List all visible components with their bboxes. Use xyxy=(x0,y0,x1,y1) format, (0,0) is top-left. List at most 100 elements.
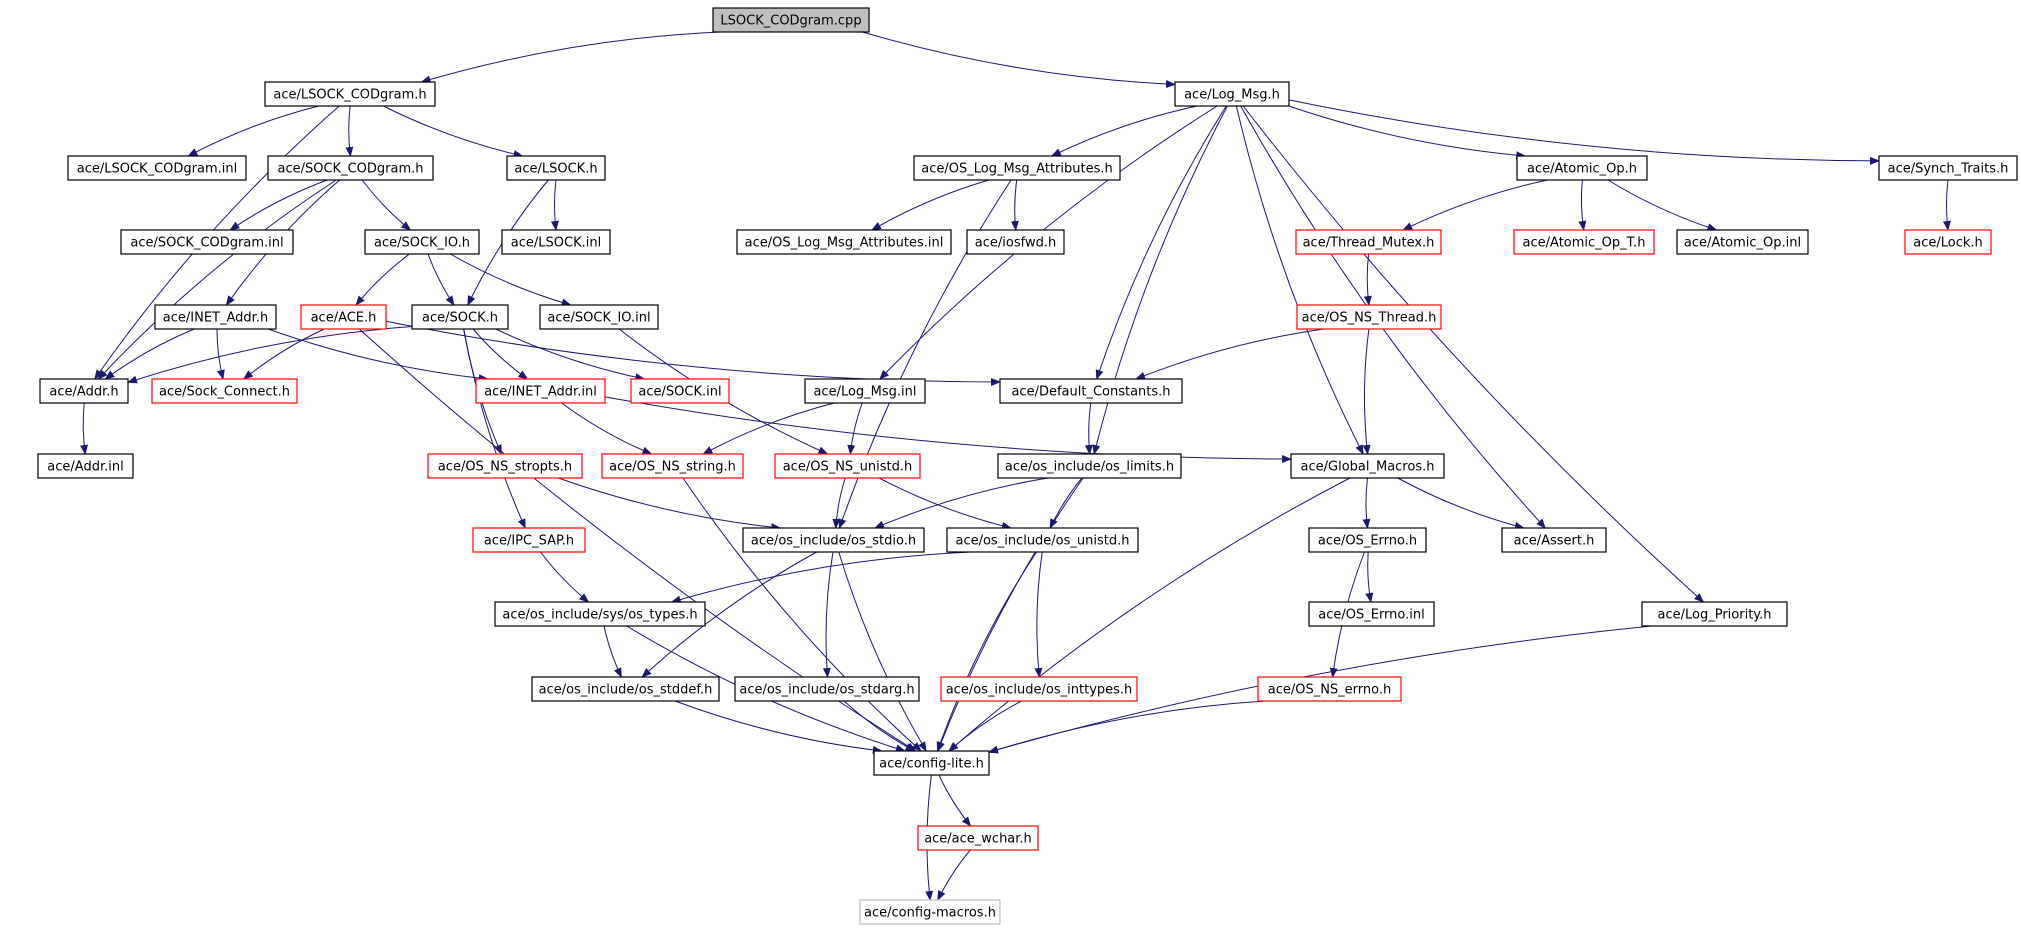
node-root[interactable]: LSOCK_CODgram.cpp xyxy=(712,7,870,33)
node-label: ace/Addr.inl xyxy=(47,460,123,475)
node-sock-io-h[interactable]: ace/SOCK_IO.h xyxy=(364,229,480,255)
node-box xyxy=(601,453,744,479)
node-box xyxy=(734,676,920,702)
node-os-log-msg-attr-inl[interactable]: ace/OS_Log_Msg_Attributes.inl xyxy=(736,229,952,255)
node-lock-h[interactable]: ace/Lock.h xyxy=(1904,229,1992,255)
node-box xyxy=(1296,304,1442,330)
edge-log-msg-h-to-log-priority-h xyxy=(1242,105,1705,603)
node-thread-mutex-h[interactable]: ace/Thread_Mutex.h xyxy=(1295,229,1442,255)
node-atomic-op-inl[interactable]: ace/Atomic_Op.inl xyxy=(1676,229,1809,255)
edge-ace-h-to-sock-connect-h xyxy=(243,328,325,380)
node-ace-wchar-h[interactable]: ace/ace_wchar.h xyxy=(917,825,1039,851)
node-ace-h[interactable]: ace/ACE.h xyxy=(300,304,387,330)
node-lsock-codgram-h[interactable]: ace/LSOCK_CODgram.h xyxy=(264,81,436,107)
edge-root-to-log-msg-h xyxy=(862,31,1176,89)
node-label: ace/Thread_Mutex.h xyxy=(1303,236,1435,251)
node-lsock-inl[interactable]: ace/LSOCK.inl xyxy=(501,229,611,255)
edge-config-lite-h-to-ace-wchar-h xyxy=(938,774,972,827)
edge-thread-mutex-h-to-os-ns-thread-h xyxy=(1363,253,1372,306)
node-box xyxy=(1174,81,1290,107)
node-config-lite-h[interactable]: ace/config-lite.h xyxy=(873,750,990,776)
node-os-stddef-h[interactable]: ace/os_include/os_stddef.h xyxy=(531,676,720,702)
node-os-ns-string-h[interactable]: ace/OS_NS_string.h xyxy=(601,453,744,479)
node-sock-h[interactable]: ace/SOCK.h xyxy=(411,304,509,330)
edge-inet-addr-h-to-inet-addr-inl xyxy=(268,328,489,383)
node-label: ace/Atomic_Op.h xyxy=(1527,162,1637,177)
node-box xyxy=(999,378,1183,404)
node-addr-h[interactable]: ace/Addr.h xyxy=(39,378,129,404)
node-sock-connect-h[interactable]: ace/Sock_Connect.h xyxy=(151,378,298,404)
node-os-unistd-h[interactable]: ace/os_include/os_unistd.h xyxy=(946,527,1139,553)
node-box xyxy=(506,155,606,181)
node-label: ace/INET_Addr.h xyxy=(163,311,268,326)
node-log-msg-h[interactable]: ace/Log_Msg.h xyxy=(1174,81,1290,107)
node-os-ns-stropts-h[interactable]: ace/OS_NS_stropts.h xyxy=(427,453,583,479)
node-os-stdio-h[interactable]: ace/os_include/os_stdio.h xyxy=(742,527,925,553)
node-lsock-codgram-inl[interactable]: ace/LSOCK_CODgram.inl xyxy=(67,155,247,181)
node-os-inttypes-h[interactable]: ace/os_include/os_inttypes.h xyxy=(940,676,1138,702)
edge-os-types-h-to-os-stddef-h xyxy=(603,625,622,678)
node-box xyxy=(712,7,870,33)
edge-sock-codgram-h-to-addr-h xyxy=(97,179,337,380)
node-box xyxy=(364,229,480,255)
node-os-errno-h[interactable]: ace/OS_Errno.h xyxy=(1308,527,1427,553)
node-os-limits-h[interactable]: ace/os_include/os_limits.h xyxy=(997,453,1182,479)
node-os-ns-errno-h[interactable]: ace/OS_NS_errno.h xyxy=(1257,676,1402,702)
node-sock-inl[interactable]: ace/SOCK.inl xyxy=(630,378,730,404)
node-label: ace/SOCK.h xyxy=(422,311,498,326)
edge-log-msg-inl-to-os-ns-unistd-h xyxy=(847,402,863,455)
edge-addr-h-to-addr-inl xyxy=(80,402,88,455)
node-os-errno-inl[interactable]: ace/OS_Errno.inl xyxy=(1308,601,1435,627)
node-atomic-op-h[interactable]: ace/Atomic_Op.h xyxy=(1516,155,1648,181)
node-label: ace/OS_Log_Msg_Attributes.h xyxy=(921,162,1112,177)
node-sock-codgram-h[interactable]: ace/SOCK_CODgram.h xyxy=(267,155,434,181)
node-box xyxy=(411,304,509,330)
node-log-priority-h[interactable]: ace/Log_Priority.h xyxy=(1641,601,1788,627)
node-os-ns-thread-h[interactable]: ace/OS_NS_Thread.h xyxy=(1296,304,1442,330)
node-os-types-h[interactable]: ace/os_include/sys/os_types.h xyxy=(494,601,706,627)
edge-log-msg-h-to-global-macros-h xyxy=(1235,105,1364,455)
node-addr-inl[interactable]: ace/Addr.inl xyxy=(37,453,134,479)
edge-synch-traits-h-to-lock-h xyxy=(1942,179,1951,231)
node-atomic-op-t-h[interactable]: ace/Atomic_Op_T.h xyxy=(1513,229,1655,255)
node-box xyxy=(37,453,134,479)
node-inet-addr-inl[interactable]: ace/INET_Addr.inl xyxy=(475,378,606,404)
node-box xyxy=(997,453,1182,479)
edge-inet-addr-inl-to-os-ns-string-h xyxy=(561,402,653,455)
node-inet-addr-h[interactable]: ace/INET_Addr.h xyxy=(154,304,277,330)
edge-os-stdio-h-to-config-lite-h xyxy=(838,551,927,752)
node-os-log-msg-attr-h[interactable]: ace/OS_Log_Msg_Attributes.h xyxy=(913,155,1121,181)
node-log-msg-inl[interactable]: ace/Log_Msg.inl xyxy=(804,378,926,404)
node-label: ace/os_include/os_inttypes.h xyxy=(946,683,1133,698)
edge-log-msg-h-to-os-limits-h xyxy=(1092,105,1228,455)
node-label: ace/Lock.h xyxy=(1913,236,1983,251)
node-box xyxy=(264,81,436,107)
node-assert-h[interactable]: ace/Assert.h xyxy=(1501,527,1607,553)
node-label: ace/Addr.h xyxy=(49,385,118,400)
node-lsock-h[interactable]: ace/LSOCK.h xyxy=(506,155,606,181)
node-os-stdarg-h[interactable]: ace/os_include/os_stdarg.h xyxy=(734,676,920,702)
node-box xyxy=(966,229,1065,255)
node-box xyxy=(1676,229,1809,255)
node-label: ace/OS_Log_Msg_Attributes.inl xyxy=(745,236,944,251)
node-box xyxy=(736,229,952,255)
node-sock-io-inl[interactable]: ace/SOCK_IO.inl xyxy=(539,304,659,330)
node-box xyxy=(501,229,611,255)
node-os-ns-unistd-h[interactable]: ace/OS_NS_unistd.h xyxy=(774,453,921,479)
node-global-macros-h[interactable]: ace/Global_Macros.h xyxy=(1290,453,1445,479)
node-config-macros-h[interactable]: ace/config-macros.h xyxy=(859,899,1001,925)
node-default-constants-h[interactable]: ace/Default_Constants.h xyxy=(999,378,1183,404)
node-box xyxy=(494,601,706,627)
node-label: ace/os_include/sys/os_types.h xyxy=(502,608,697,623)
node-ipc-sap-h[interactable]: ace/IPC_SAP.h xyxy=(472,527,586,553)
node-iosfwd-h[interactable]: ace/iosfwd.h xyxy=(966,229,1065,255)
edge-log-msg-h-to-os-log-msg-attr-h xyxy=(1050,105,1198,157)
node-box xyxy=(1513,229,1655,255)
edge-os-log-msg-attr-h-to-os-log-msg-attr-inl xyxy=(871,179,990,231)
edge-log-msg-h-to-synch-traits-h xyxy=(1288,99,1880,165)
node-synch-traits-h[interactable]: ace/Synch_Traits.h xyxy=(1878,155,2018,181)
node-sock-codgram-inl[interactable]: ace/SOCK_CODgram.inl xyxy=(120,229,294,255)
node-box xyxy=(630,378,730,404)
node-box xyxy=(1308,527,1427,553)
